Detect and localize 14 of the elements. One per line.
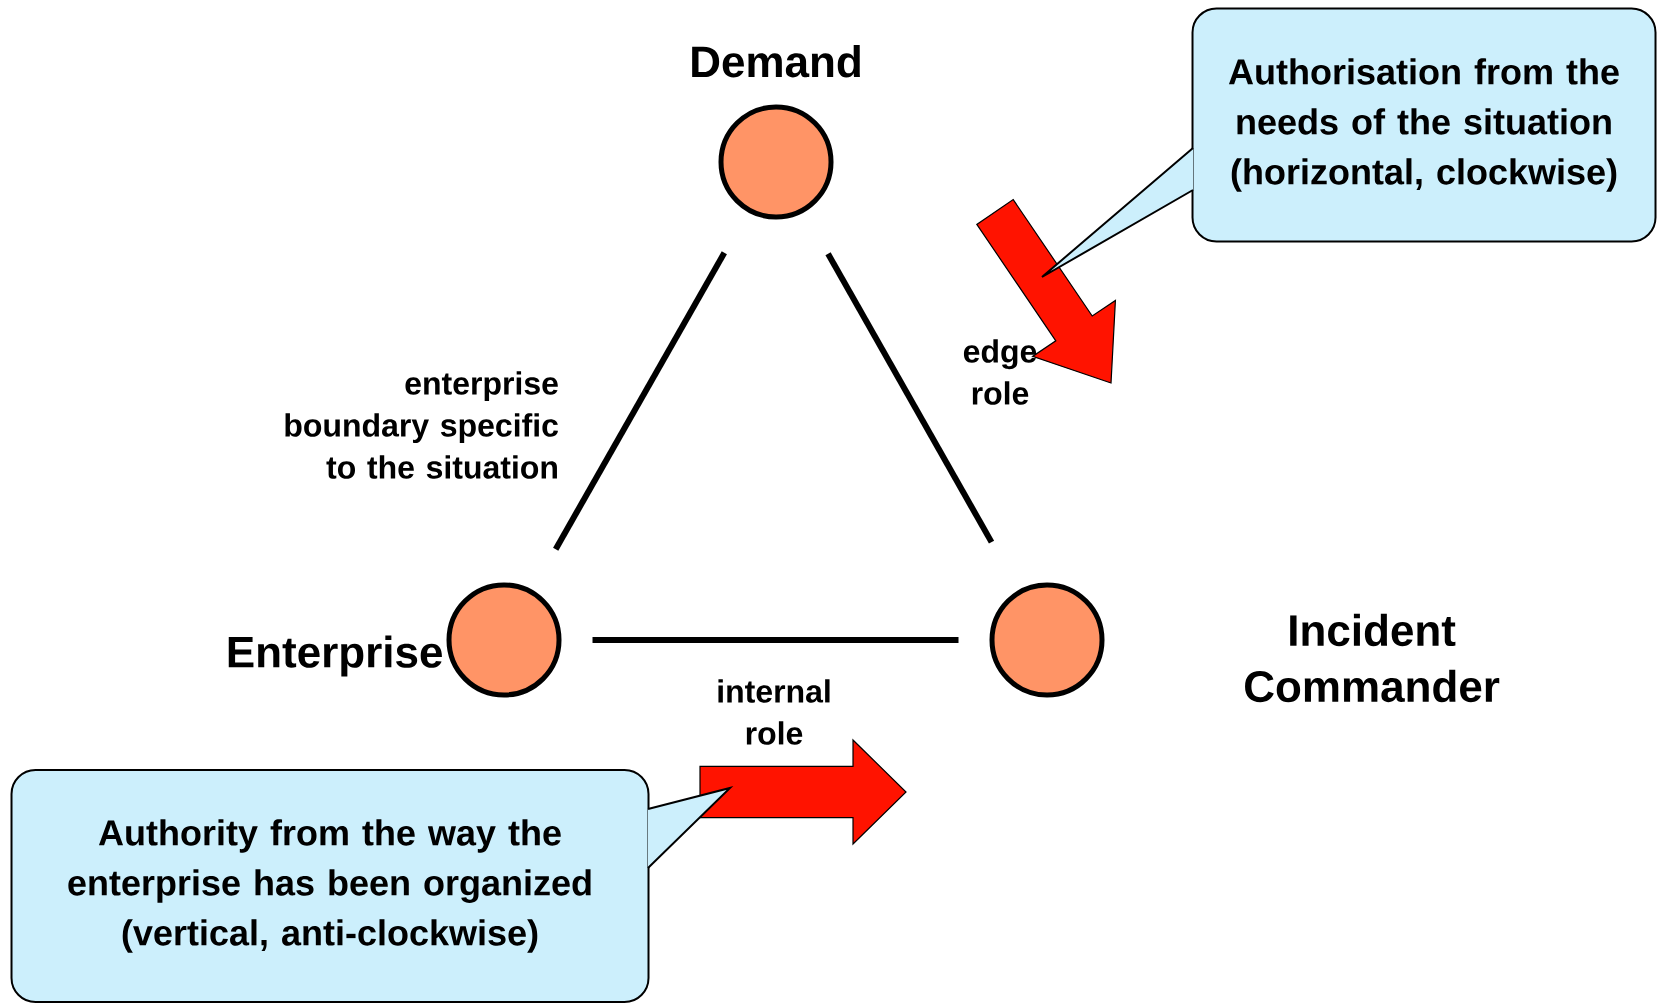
edge-label: edge role xyxy=(963,339,1037,405)
speech-bubble: Authority from the way the enterprise has been organized (vertical, anti-clockwise) xyxy=(10,769,734,1003)
connector-line xyxy=(592,637,959,643)
edge-label: internal role xyxy=(718,679,830,745)
circle-node: Demand xyxy=(692,45,860,220)
circle-node: Incident Commander xyxy=(989,582,1500,703)
node-label: Incident Commander xyxy=(1245,613,1500,703)
connector-line xyxy=(825,252,995,544)
edge-label: enterprise boundary specific to the situation xyxy=(285,371,558,479)
node-label: Demand xyxy=(692,45,860,78)
speech-bubble: Authorisation from the needs of the situation (horizontal, clockwise) xyxy=(1041,7,1657,278)
node-label: Enterprise xyxy=(228,635,442,677)
connector-line xyxy=(553,251,727,551)
circle-node: Enterprise xyxy=(228,582,562,698)
